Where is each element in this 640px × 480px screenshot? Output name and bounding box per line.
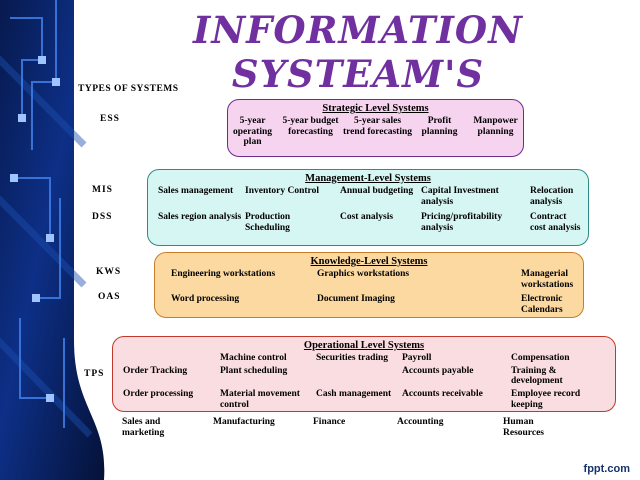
oas-item: Electronic Calendars [521, 294, 563, 315]
dss-item: Production Scheduling [245, 212, 291, 233]
tps-item: Machine control [220, 353, 287, 363]
side-label-dss: DSS [92, 212, 113, 222]
tps-item [316, 366, 399, 387]
management-grid: Sales management Inventory Control Annua… [154, 186, 582, 234]
tps-item [123, 353, 217, 364]
function-human-resources: Human Resources [503, 417, 544, 438]
mis-item: Inventory Control [245, 186, 319, 196]
kws-item: Graphics workstations [317, 269, 410, 279]
tps-item: Order processing [123, 388, 194, 399]
mis-item: Relocation analysis [530, 186, 574, 207]
side-label-mis: MIS [92, 185, 113, 195]
side-label-tps: TPS [84, 369, 105, 379]
tps-item: Payroll [402, 353, 432, 363]
operational-level-box: Operational Level Systems Machine contro… [112, 336, 616, 412]
function-finance: Finance [313, 417, 346, 427]
knowledge-grid: Engineering workstations Graphics workst… [161, 269, 577, 316]
tps-item: Cash management [316, 388, 392, 399]
function-accounting: Accounting [397, 417, 444, 427]
function-manufacturing: Manufacturing [213, 417, 275, 427]
operational-header: Operational Level Systems [303, 340, 425, 351]
function-sales-marketing: Sales and marketing [122, 417, 165, 438]
watermark: fppt.com [583, 463, 630, 475]
strategic-item: 5-year budget forecasting [282, 116, 339, 137]
kws-item: Engineering workstations [171, 269, 276, 279]
management-header: Management-Level Systems [305, 173, 431, 184]
side-label-kws: KWS [96, 267, 122, 277]
tps-item: Training & development [511, 365, 563, 387]
mis-item: Sales management [158, 186, 234, 196]
tps-item: Employee record keeping [511, 388, 581, 410]
strategic-item: Profit planning [421, 116, 458, 137]
operational-grid: Machine control Securities trading Payro… [119, 353, 609, 410]
knowledge-level-box: Knowledge-Level Systems Engineering work… [154, 252, 584, 318]
dss-item: Sales region analysis [158, 212, 242, 223]
circuit-decoration [0, 0, 105, 480]
tps-item: Accounts receivable [402, 388, 483, 399]
strategic-level-box: Strategic Level Systems 5-year operating… [227, 99, 524, 157]
mis-item: Capital Investment analysis [421, 186, 499, 207]
strategic-grid: 5-year operating plan 5-year budget fore… [233, 116, 518, 148]
tps-item: Plant scheduling [220, 365, 288, 376]
tps-item: Accounts payable [402, 365, 474, 376]
strategic-item: Manpower planning [473, 116, 518, 137]
mis-item: Annual budgeting [340, 186, 414, 196]
side-label-ess: ESS [100, 114, 120, 124]
page-title: INFORMATION SYSTEAM'S [193, 8, 523, 96]
tps-item: Material movement control [220, 388, 300, 410]
strategic-item: 5-year sales trend forecasting [342, 116, 413, 137]
dss-item: Cost analysis [340, 212, 394, 223]
subtitle: TYPES OF SYSTEMS [78, 84, 179, 94]
management-level-box: Management-Level Systems Sales managemen… [147, 169, 589, 246]
side-label-oas: OAS [98, 292, 121, 302]
strategic-item: 5-year operating plan [232, 116, 273, 148]
tps-item: Securities trading [316, 353, 389, 363]
oas-item: Document Imaging [317, 294, 395, 305]
kws-item: Managerial workstations [521, 269, 574, 290]
oas-item: Word processing [171, 294, 240, 305]
strategic-header: Strategic Level Systems [322, 103, 429, 114]
tps-item: Order Tracking [123, 365, 188, 376]
knowledge-header: Knowledge-Level Systems [310, 256, 428, 267]
dss-item: Contract cost analysis [530, 212, 581, 233]
tps-item: Compensation [511, 353, 570, 363]
dss-item: Pricing/profitability analysis [421, 212, 503, 233]
